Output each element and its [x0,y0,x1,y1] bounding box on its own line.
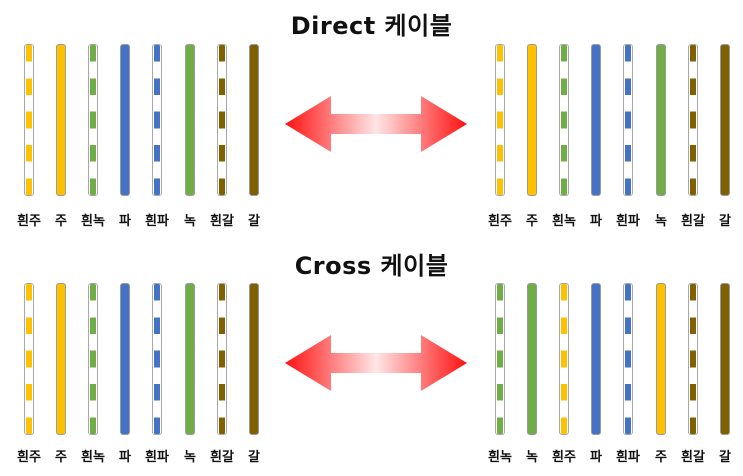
cross-cable-title: Cross 케이블 [294,252,449,280]
wire-label: 흰갈 [681,450,705,465]
striped-wire [88,283,98,435]
striped-wire [495,44,505,196]
wire-label: 녹 [526,450,538,465]
striped-wire [88,44,98,196]
wire-label: 흰녹 [552,214,576,229]
wire-label: 주 [526,214,538,229]
wire-label: 주 [55,450,67,465]
solid-wire [56,44,66,196]
solid-wire [249,283,259,435]
wire-label: 주 [55,214,67,229]
solid-wire [120,283,130,435]
wire-label: 흰파 [145,214,169,229]
solid-wire [527,44,537,196]
wire-label: 파 [590,214,602,229]
wire-label: 흰주 [552,450,576,465]
wire-label: 파 [590,450,602,465]
striped-wire [217,283,227,435]
wire-label: 흰갈 [681,214,705,229]
solid-wire [56,283,66,435]
solid-wire [527,283,537,435]
wire-label: 흰파 [616,450,640,465]
solid-wire [591,44,601,196]
striped-wire [688,283,698,435]
wire-label: 흰주 [17,214,41,229]
wire-label: 파 [119,450,131,465]
striped-wire [623,283,633,435]
striped-wire [152,44,162,196]
solid-wire [720,44,730,196]
solid-wire [720,283,730,435]
striped-wire [152,283,162,435]
wire-label: 흰파 [145,450,169,465]
striped-wire [24,283,34,435]
solid-wire [656,44,666,196]
wire-label: 흰파 [616,214,640,229]
solid-wire [249,44,259,196]
cross-double-arrow-icon [285,335,467,391]
wire-label: 흰주 [17,450,41,465]
wire-label: 흰녹 [81,214,105,229]
striped-wire [217,44,227,196]
solid-wire [656,283,666,435]
wire-label: 흰녹 [81,450,105,465]
wire-label: 녹 [655,214,667,229]
wire-label: 흰주 [488,214,512,229]
wire-label: 갈 [719,214,731,229]
wire-label: 흰갈 [210,450,234,465]
solid-wire [185,44,195,196]
direct-cable-title: Direct 케이블 [290,12,453,40]
wire-label: 흰녹 [488,450,512,465]
wire-label: 흰갈 [210,214,234,229]
striped-wire [559,283,569,435]
direct-double-arrow-icon [285,96,467,152]
striped-wire [623,44,633,196]
wire-label: 갈 [248,450,260,465]
striped-wire [688,44,698,196]
wire-label: 파 [119,214,131,229]
striped-wire [559,44,569,196]
wire-label: 녹 [184,214,196,229]
wire-label: 주 [655,450,667,465]
striped-wire [495,283,505,435]
striped-wire [24,44,34,196]
solid-wire [120,44,130,196]
solid-wire [185,283,195,435]
wire-label: 녹 [184,450,196,465]
wire-label: 갈 [248,214,260,229]
solid-wire [591,283,601,435]
wire-label: 갈 [719,450,731,465]
